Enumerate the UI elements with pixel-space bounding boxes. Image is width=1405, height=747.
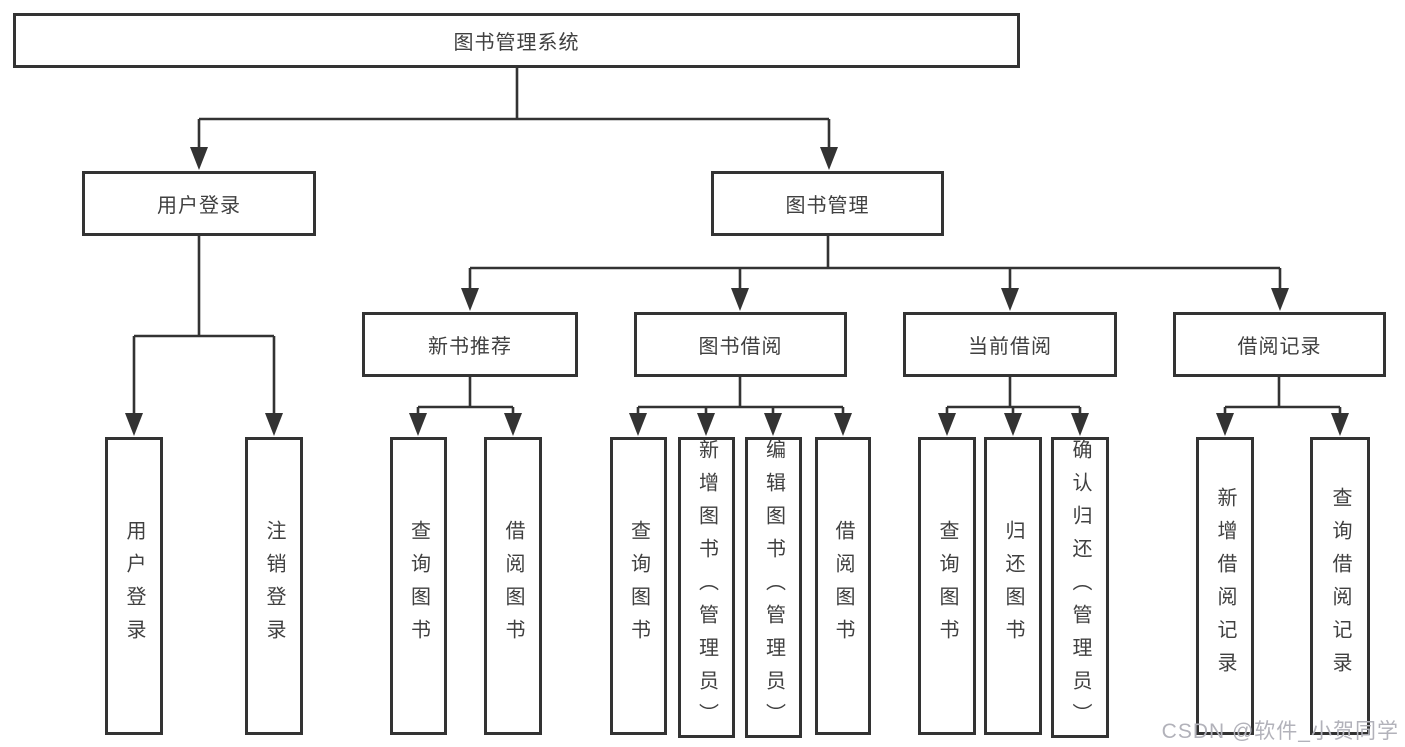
arrowhead (697, 413, 715, 436)
node-user-login: 用户登录 (82, 171, 316, 236)
connector-current-borrow (938, 377, 1089, 436)
arrowhead (834, 413, 852, 436)
leaf-label: 用户登录 (123, 520, 145, 652)
leaf-query-books-recommend: 查询图书 (390, 437, 447, 735)
leaf-add-books-admin: 新增图书（管理员） (678, 437, 735, 738)
node-book-borrow: 图书借阅 (634, 312, 847, 377)
leaf-user-login: 用户登录 (105, 437, 163, 735)
leaf-return-books: 归还图书 (984, 437, 1042, 735)
arrowhead (1216, 413, 1234, 436)
connector-new-book-recommend (409, 377, 522, 436)
leaf-label: 查询图书 (407, 520, 430, 652)
node-label: 新书推荐 (428, 336, 512, 358)
leaf-query-books-borrow: 查询图书 (610, 437, 667, 735)
arrowhead (190, 147, 208, 170)
leaf-confirm-return-admin: 确认归还（管理员） (1051, 437, 1109, 738)
node-label: 图书管理系统 (453, 32, 580, 54)
arrowhead (409, 413, 427, 436)
leaf-label: 借阅图书 (832, 520, 854, 652)
node-current-borrow: 当前借阅 (903, 312, 1117, 377)
leaf-label: 查询图书 (936, 520, 958, 652)
node-label: 用户登录 (157, 195, 241, 217)
node-new-book-recommend: 新书推荐 (362, 312, 578, 377)
arrowhead (265, 413, 283, 436)
connector-borrow-records (1216, 377, 1349, 436)
connector-book-management-branch (461, 236, 1289, 311)
arrowhead (504, 413, 522, 436)
leaf-query-borrow-record: 查询借阅记录 (1310, 437, 1370, 735)
connector-book-borrow (629, 377, 852, 436)
node-label: 借阅记录 (1237, 336, 1322, 358)
leaf-query-books-current: 查询图书 (918, 437, 976, 735)
leaf-borrow-books-recommend: 借阅图书 (484, 437, 542, 735)
leaf-add-borrow-record: 新增借阅记录 (1196, 437, 1254, 735)
arrowhead (764, 413, 782, 436)
leaf-label: 编辑图书（管理员） (762, 439, 785, 736)
leaf-label: 新增图书（管理员） (695, 439, 718, 736)
leaf-label: 查询借阅记录 (1329, 487, 1351, 685)
leaf-label: 归还图书 (1002, 520, 1024, 652)
arrowhead (1001, 288, 1019, 311)
leaf-edit-books-admin: 编辑图书（管理员） (745, 437, 802, 738)
node-label: 当前借阅 (968, 336, 1052, 358)
csdn-watermark: CSDN @软件_小贺同学 (1161, 720, 1399, 743)
node-book-management: 图书管理 (711, 171, 944, 236)
connector-user-login-branch (125, 236, 283, 436)
arrowhead (1004, 413, 1022, 436)
arrowhead (125, 413, 143, 436)
arrowhead (731, 288, 749, 311)
leaf-label: 注销登录 (263, 520, 285, 652)
node-label: 图书管理 (785, 195, 870, 217)
leaf-label: 借阅图书 (502, 520, 524, 652)
node-label: 图书借阅 (698, 336, 783, 358)
arrowhead (629, 413, 647, 436)
node-borrow-records: 借阅记录 (1173, 312, 1386, 377)
leaf-label: 查询图书 (627, 520, 650, 652)
leaf-borrow-books: 借阅图书 (815, 437, 871, 735)
arrowhead (461, 288, 479, 311)
arrowhead (1071, 413, 1089, 436)
arrowhead (1271, 288, 1289, 311)
leaf-logout: 注销登录 (245, 437, 303, 735)
leaf-label: 确认归还（管理员） (1069, 439, 1091, 736)
arrowhead (820, 147, 838, 170)
arrowhead (938, 413, 956, 436)
node-root-system: 图书管理系统 (13, 13, 1020, 68)
connector-root-to-branches (190, 68, 838, 170)
arrowhead (1331, 413, 1349, 436)
leaf-label: 新增借阅记录 (1214, 487, 1236, 685)
